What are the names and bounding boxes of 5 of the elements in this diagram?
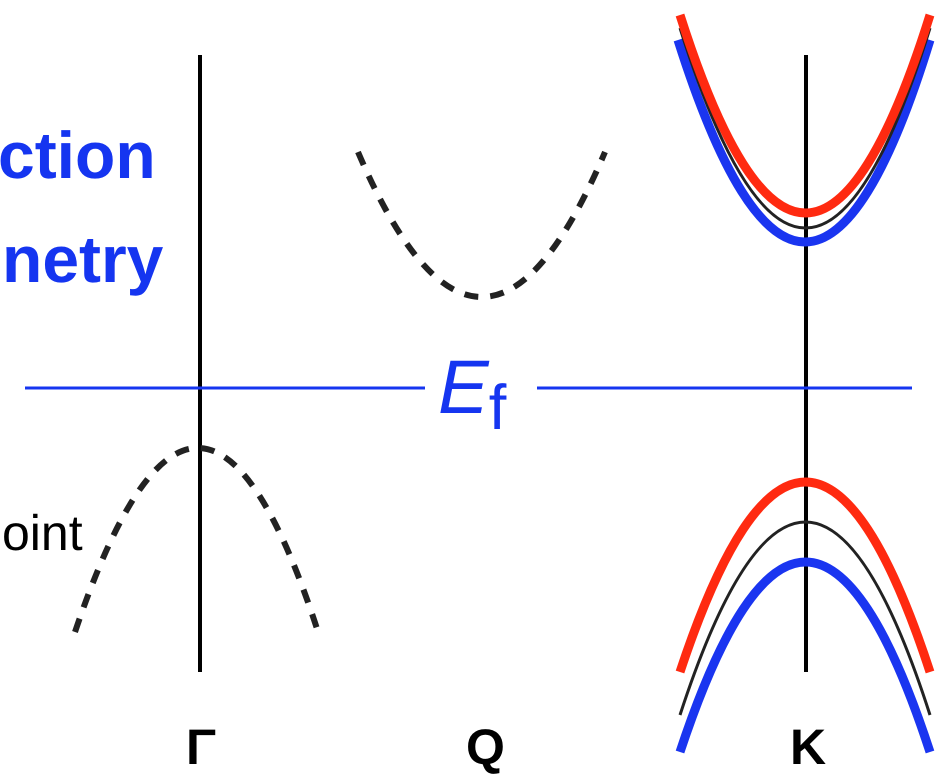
gamma-point-label: Γ bbox=[186, 722, 216, 772]
label-text: oint bbox=[2, 508, 83, 558]
k-point-label: K bbox=[790, 722, 826, 772]
q-point-label: Q bbox=[466, 722, 505, 772]
heading-text: ction bbox=[0, 122, 156, 188]
